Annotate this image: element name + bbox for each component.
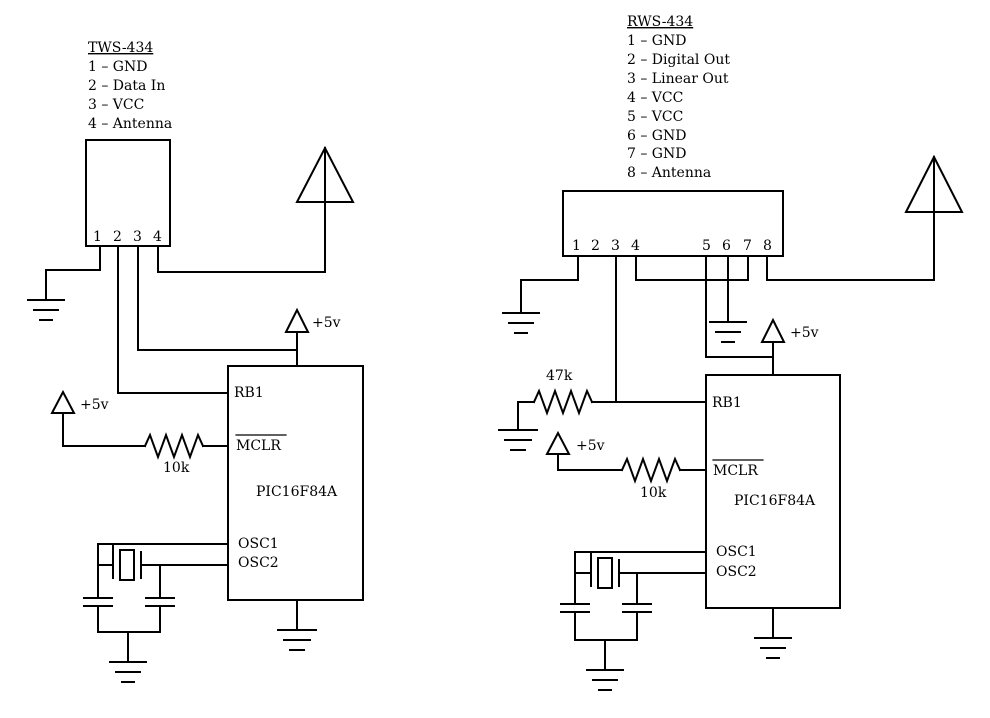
vcc-label: +5v — [790, 325, 819, 341]
antenna-icon — [295, 145, 355, 203]
osc1-label: OSC1 — [716, 544, 757, 560]
resistor-icon — [143, 432, 205, 460]
resistor-value-label: 10k — [640, 485, 667, 501]
osc1-label: OSC1 — [238, 536, 279, 552]
tws-data-wire — [117, 245, 229, 394]
ground-icon — [709, 321, 747, 343]
pic-mcu-box — [705, 374, 841, 609]
rws-pin-label: 5 — [702, 238, 711, 254]
osc2-wire — [636, 572, 707, 605]
ground-icon — [27, 299, 65, 321]
rws-gnd-wire — [520, 255, 579, 314]
mclr-label: MCLR — [713, 463, 758, 479]
rws-pin7-wire — [727, 255, 749, 281]
rws-pin-list-item: 3 – Linear Out — [627, 71, 729, 87]
rws-pin-list-item: 2 – Digital Out — [627, 52, 730, 68]
ground-icon — [277, 629, 317, 651]
tws-gnd-wire — [45, 245, 101, 301]
rws-pin-list-item: 8 – Antenna — [627, 165, 711, 181]
osc1-wire — [574, 551, 707, 605]
vcc-arrow-icon — [545, 430, 571, 455]
rws-pin-list-item: 1 – GND — [627, 33, 686, 49]
rb1-label: RB1 — [234, 385, 264, 401]
osc1-wire — [97, 543, 229, 599]
rws-pin-label: 4 — [631, 238, 640, 254]
capacitor-icon — [145, 597, 175, 607]
tws-pin-label: 3 — [133, 229, 142, 245]
tws-pin-list-item: 2 – Data In — [88, 78, 165, 94]
mcu-name-label: PIC16F84A — [734, 493, 816, 509]
ground-icon — [502, 312, 540, 334]
pic-mcu-box — [227, 365, 364, 601]
tws-pin-list-item: 4 – Antenna — [88, 116, 172, 132]
rws-pin-label: 8 — [763, 238, 772, 254]
vcc-arrow-icon — [284, 307, 310, 333]
tws-pin-label: 1 — [93, 229, 102, 245]
osc2-label: OSC2 — [238, 555, 279, 571]
crystal-icon — [597, 557, 613, 589]
osc2-label: OSC2 — [716, 564, 757, 580]
tws-module-title: TWS-434 — [88, 40, 153, 56]
vcc-arrow-icon — [50, 389, 76, 414]
resistor-icon — [532, 388, 594, 416]
rb1-label: RB1 — [712, 395, 742, 411]
rws-pin-label: 6 — [722, 238, 731, 254]
tws-pin-label: 4 — [153, 229, 162, 245]
receiver-circuit: RWS-434 1 – GND 2 – Digital Out 3 – Line… — [498, 14, 964, 691]
resistor-icon — [620, 456, 682, 484]
rws-pin-list-item: 4 – VCC — [627, 90, 683, 106]
ground-icon — [586, 669, 624, 691]
resistor-value-label: 10k — [163, 460, 190, 476]
mcu-name-label: PIC16F84A — [256, 484, 338, 500]
mclr-label: MCLR — [236, 438, 281, 454]
mclr-wire — [62, 412, 146, 447]
rws-pin-label: 7 — [743, 238, 752, 254]
cap-gnd-wire — [97, 605, 161, 633]
tws-pin-list-item: 1 – GND — [88, 59, 147, 75]
pulldown-wire — [517, 401, 535, 431]
rws-pin-label: 3 — [611, 238, 620, 254]
rws-data-wire — [615, 255, 707, 403]
tws-antenna-wire — [157, 201, 326, 273]
transmitter-circuit: TWS-434 1 – GND 2 – Data In 3 – VCC 4 – … — [27, 40, 364, 683]
vcc-arrow-icon — [760, 317, 786, 343]
ground-icon — [498, 429, 538, 451]
vcc-label: +5v — [576, 438, 605, 454]
rws-module-title: RWS-434 — [627, 14, 693, 30]
capacitor-icon — [622, 603, 652, 613]
resistor-value-label: 47k — [546, 368, 573, 384]
vcc-label: +5v — [312, 315, 341, 331]
rws-vcc-wire — [705, 255, 774, 358]
rws-pin-list-item: 7 – GND — [627, 146, 686, 162]
capacitor-icon — [83, 597, 113, 607]
rws-pin-list-item: 5 – VCC — [627, 109, 683, 125]
vcc-label: +5v — [80, 397, 109, 413]
tws-pin-list-item: 3 – VCC — [88, 97, 144, 113]
rws-pin4-wire — [635, 255, 729, 281]
tws-pin-label: 2 — [113, 229, 122, 245]
antenna-icon — [904, 154, 964, 213]
rws-pin-list-item: 6 – GND — [627, 128, 686, 144]
ground-icon — [754, 637, 792, 659]
rws-pin-label: 1 — [572, 238, 581, 254]
mclr-wire — [557, 453, 623, 471]
tws-vcc-wire — [137, 245, 298, 351]
cap-gnd-wire — [574, 611, 638, 641]
osc2-wire — [159, 564, 229, 599]
rws-antenna-wire — [766, 211, 935, 281]
tws-module-box — [85, 139, 171, 247]
crystal-icon — [119, 549, 135, 581]
ground-icon — [109, 661, 147, 683]
rws-pin-label: 2 — [591, 238, 600, 254]
capacitor-icon — [560, 603, 590, 613]
rws-module-box — [562, 190, 784, 257]
